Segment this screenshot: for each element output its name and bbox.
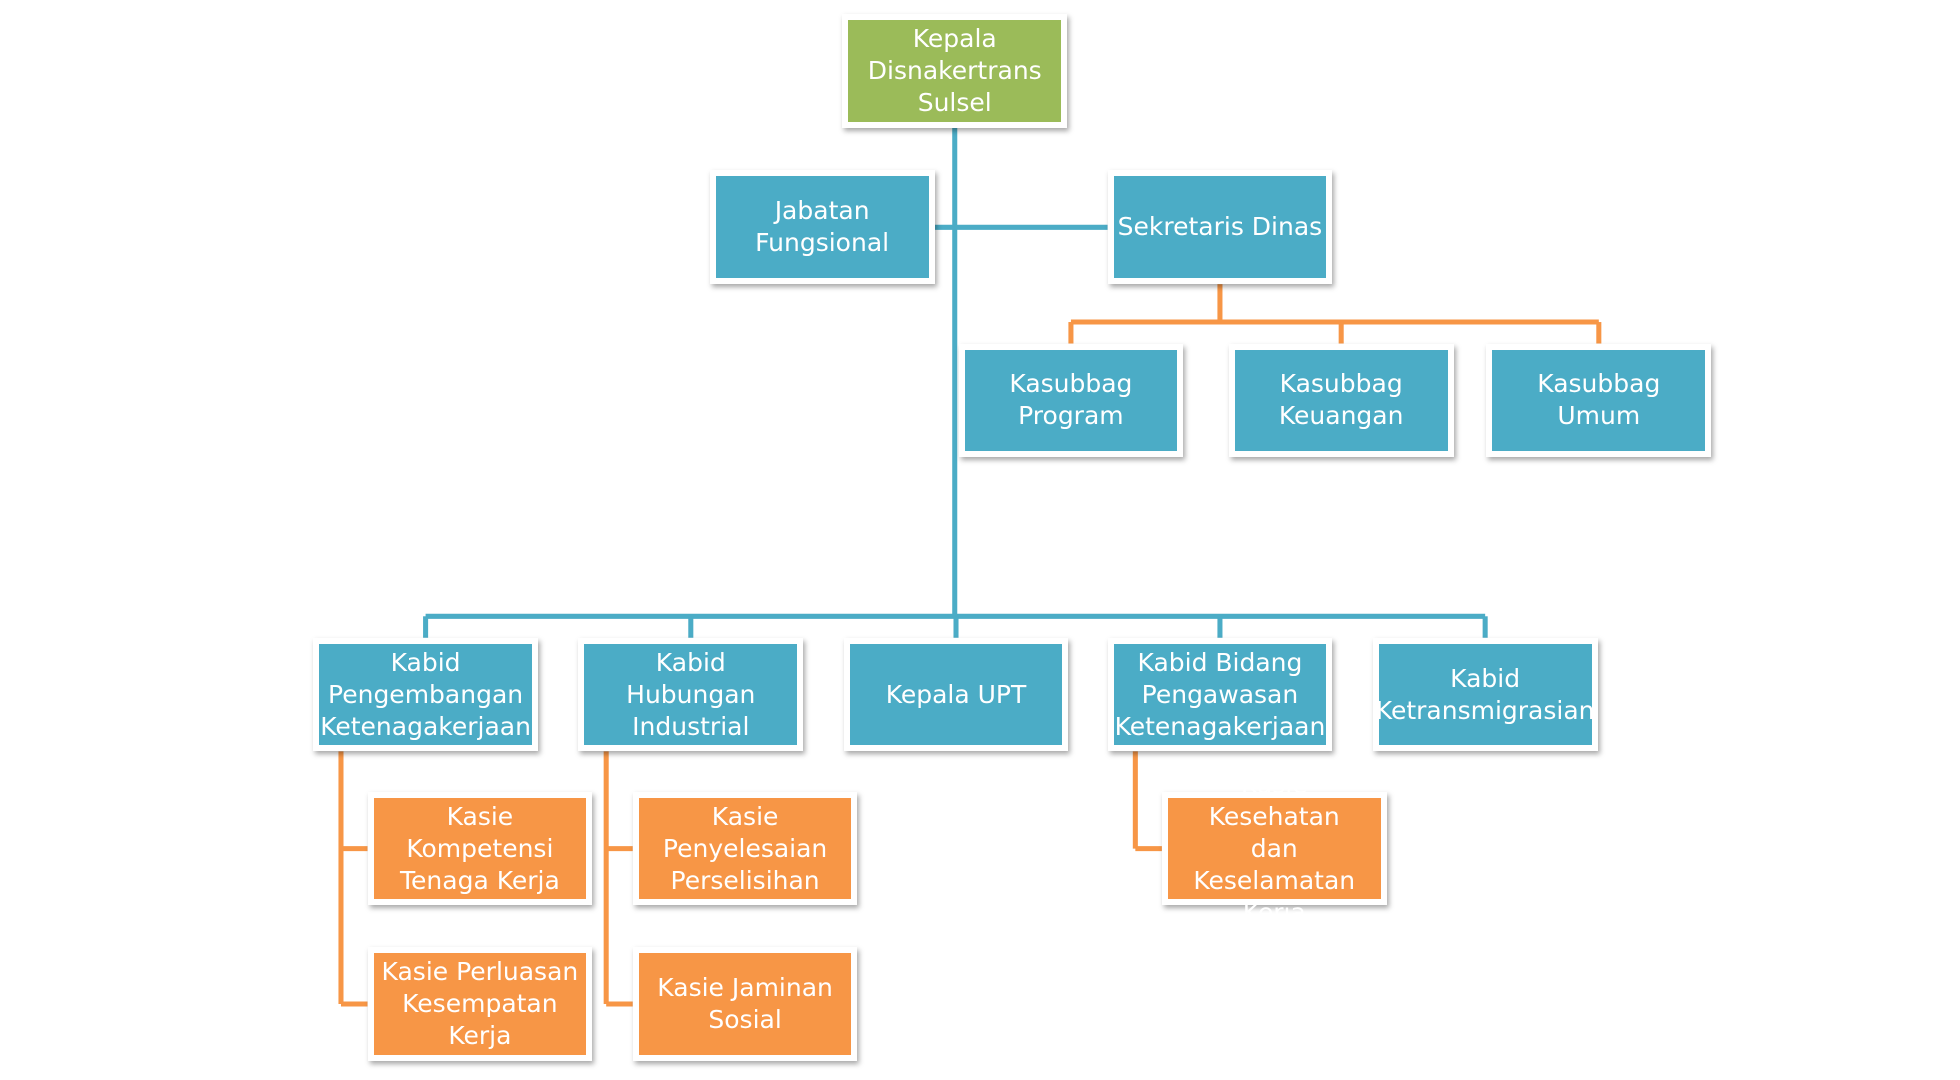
node-kasubbag-program: Kasubbag Program [958, 343, 1184, 458]
node-kasie-kompetensi: Kasie Kompetensi Tenaga Kerja [367, 791, 593, 906]
node-sekretaris-dinas: Sekretaris Dinas [1107, 170, 1333, 285]
node-kepala-upt: Kepala UPT [843, 637, 1069, 752]
node-kabid-pengawasan: Kabid Bidang Pengawasan Ketenagakerjaan [1107, 637, 1333, 752]
node-jabatan-fungsional: Jabatan Fungsional [709, 170, 935, 285]
node-kepala-dinas: Kepala Disnakertrans Sulsel [842, 13, 1068, 128]
node-kabid-ketransmigrasian: Kabid Ketransmigrasian [1372, 637, 1598, 752]
node-kabid-hubungan-industrial: Kabid Hubungan Industrial [578, 637, 804, 752]
node-kasie-penyelesaian: Kasie Penyelesaian Perselisihan [632, 791, 858, 906]
node-kasie-k3: Kasie Kesehatan dan Keselamatan Kerja [1161, 770, 1387, 927]
node-kasubbag-umum: Kasubbag Umum [1486, 343, 1712, 458]
node-kasubbag-keuangan: Kasubbag Keuangan [1228, 343, 1454, 458]
node-kabid-pengembangan: Kabid Pengembangan Ketenagakerjaan [313, 637, 538, 752]
node-kasie-perluasan: Kasie Perluasan Kesempatan Kerja [367, 947, 593, 1061]
node-kasie-jaminan: Kasie Jaminan Sosial [632, 947, 858, 1061]
